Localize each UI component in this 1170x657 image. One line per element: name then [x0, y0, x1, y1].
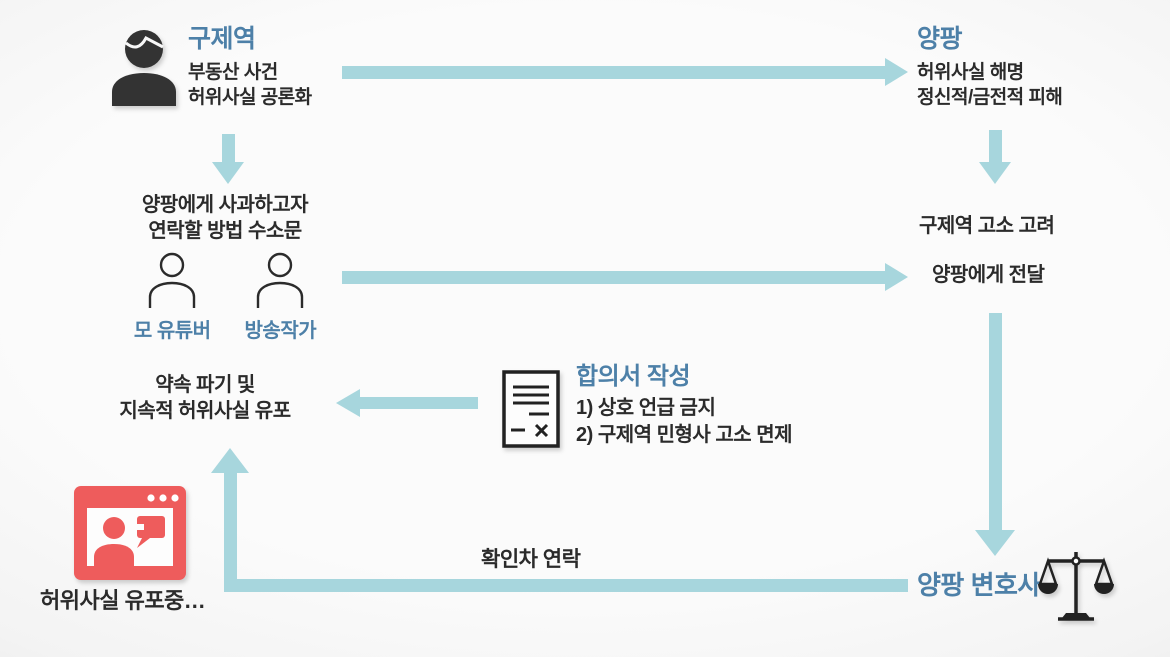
node-agreement: 합의서 작성 1) 상호 언급 금지 2) 구제역 민형사 고소 면제 — [576, 363, 793, 449]
scales-of-justice-icon — [1038, 546, 1114, 629]
gujeyeok-line2: 허위사실 공론화 — [188, 86, 312, 108]
document-icon — [502, 370, 560, 453]
apology-line2: 연락할 방법 수소문 — [148, 220, 302, 242]
person1-label: 모 유튜버 — [133, 320, 211, 342]
agreement-title: 합의서 작성 — [576, 363, 691, 390]
break-promise-line2: 지속적 허위사실 유포 — [119, 400, 291, 422]
person-mo-youtuber: 모 유튜버 — [134, 252, 211, 343]
lawyer-title: 양팡 변호사 — [917, 570, 1041, 600]
gujeyeok-line1: 부동산 사건 — [188, 61, 278, 83]
spreading-caption: 허위사실 유포중… — [40, 588, 206, 613]
break-promise-line1: 약속 파기 및 — [155, 374, 255, 396]
person-filled-icon — [106, 26, 182, 106]
yangpang-line2: 정신적/금전적 피해 — [917, 86, 1063, 108]
broadcast-window-icon — [74, 486, 186, 585]
person-outline-icon — [257, 252, 304, 308]
node-gujeyeok: 구제역 부동산 사건 허위사실 공론화 — [188, 25, 312, 110]
person2-label: 방송작가 — [244, 320, 317, 342]
agreement-line1: 1) 상호 언급 금지 — [576, 397, 716, 420]
node-apology: 양팡에게 사과하고자 연락할 방법 수소문 모 유튜버 방송작가 — [85, 192, 365, 343]
node-yangpang: 양팡 허위사실 해명 정신적/금전적 피해 — [917, 25, 1063, 110]
yangpang-line1: 허위사실 해명 — [917, 61, 1024, 83]
edge-label-confirm: 확인차 연락 — [481, 548, 581, 571]
apology-line1: 양팡에게 사과하고자 — [141, 194, 309, 216]
consider-line1: 구제역 고소 고려 — [919, 215, 1055, 237]
gujeyeok-title: 구제역 — [188, 25, 256, 53]
person-broadcast-writer: 방송작가 — [245, 252, 317, 343]
consider-line2: 양팡에게 전달 — [932, 264, 1045, 286]
person-outline-icon — [148, 252, 196, 308]
agreement-line2: 2) 구제역 민형사 고소 면제 — [576, 424, 793, 447]
node-break-promise: 약속 파기 및 지속적 허위사실 유포 — [110, 372, 300, 424]
yangpang-title: 양팡 — [917, 25, 963, 53]
